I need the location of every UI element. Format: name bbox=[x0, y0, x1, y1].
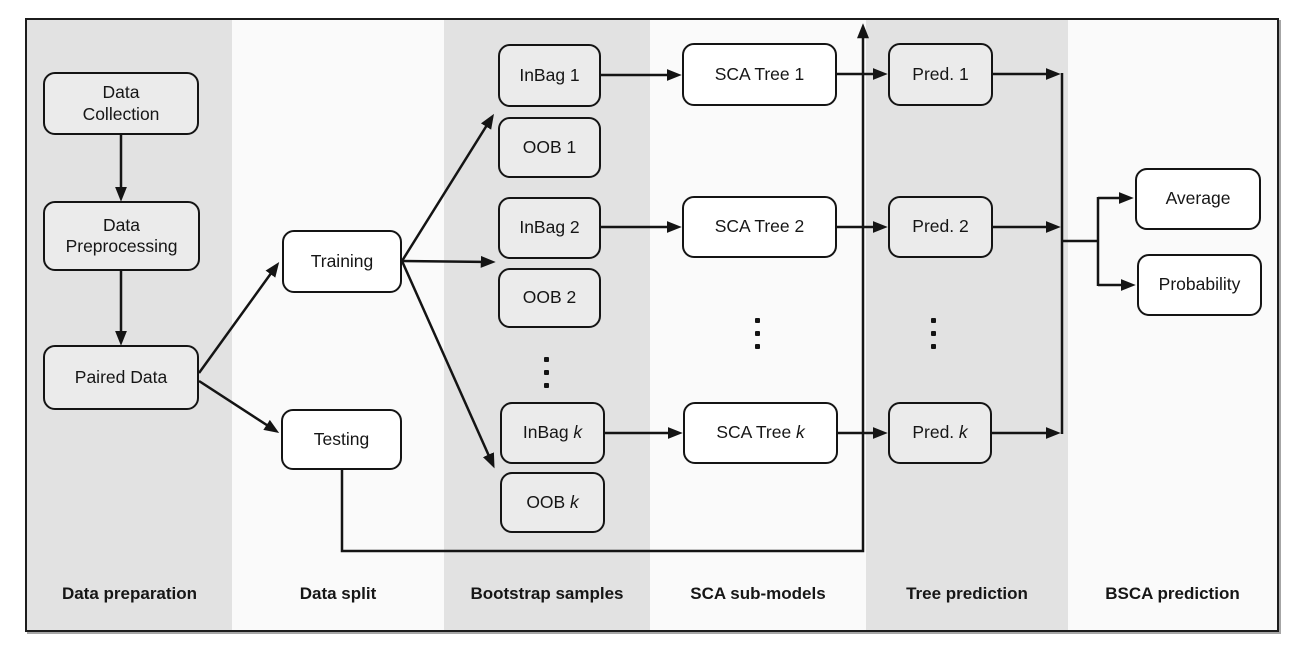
node-pred-2: Pred. 2 bbox=[888, 196, 993, 258]
node-oob-1: OOB 1 bbox=[498, 117, 601, 178]
ellipsis-sca-icon bbox=[755, 318, 760, 349]
column-label-data-split: Data split bbox=[299, 584, 377, 603]
node-sca-tree-1: SCA Tree 1 bbox=[682, 43, 837, 106]
column-label-tree-prediction: Tree prediction bbox=[906, 584, 1028, 603]
arrow-training-to-pair1 bbox=[400, 113, 494, 262]
arrow-testing-feed bbox=[340, 23, 869, 553]
node-training: Training bbox=[282, 230, 402, 293]
column-label-data-preparation: Data preparation bbox=[61, 584, 198, 603]
node-pred-k: Pred.k bbox=[888, 402, 992, 464]
node-probability: Probability bbox=[1137, 254, 1262, 316]
arrow-training-to-pair2 bbox=[401, 255, 496, 268]
column-label-bootstrap-samples: Bootstrap samples bbox=[470, 584, 624, 603]
node-inbag-1: InBag 1 bbox=[498, 44, 601, 107]
node-paired-data: Paired Data bbox=[43, 345, 199, 410]
node-oob-2: OOB 2 bbox=[498, 268, 601, 328]
node-data-preprocessing: Data Preprocessing bbox=[43, 201, 200, 271]
node-sca-tree-2: SCA Tree 2 bbox=[682, 196, 837, 258]
node-testing: Testing bbox=[281, 409, 402, 470]
node-average: Average bbox=[1135, 168, 1261, 230]
band-data-split bbox=[232, 20, 444, 630]
node-inbag-2: InBag 2 bbox=[498, 197, 601, 259]
column-label-sca-sub-models: SCA sub-models bbox=[690, 584, 826, 603]
ellipsis-pred-icon bbox=[931, 318, 936, 349]
band-tree-prediction bbox=[866, 20, 1068, 630]
arrow-paired-to-training bbox=[197, 261, 280, 374]
band-sca-sub-models bbox=[650, 20, 866, 630]
node-pred-1: Pred. 1 bbox=[888, 43, 993, 106]
column-label-bsca-prediction: BSCA prediction bbox=[1105, 584, 1240, 603]
ellipsis-bootstrap-icon bbox=[544, 357, 549, 388]
band-bsca-prediction bbox=[1068, 20, 1277, 630]
arrow-paired-to-testing bbox=[198, 379, 280, 434]
arrow-training-to-pairk bbox=[400, 260, 495, 469]
node-data-collection: Data Collection bbox=[43, 72, 199, 135]
